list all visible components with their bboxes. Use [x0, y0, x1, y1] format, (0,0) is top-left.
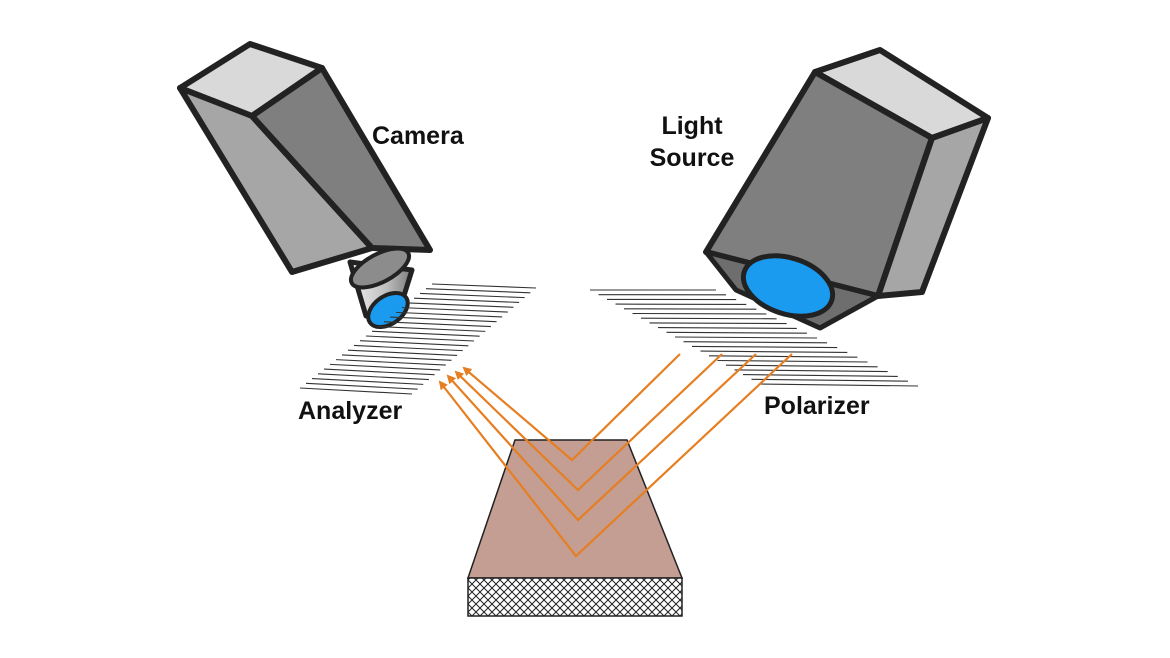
polarizer-line — [759, 383, 919, 387]
light-beam — [438, 353, 793, 558]
polarizer-line — [717, 359, 868, 363]
polarizer-filter — [590, 289, 919, 387]
polarizer-line — [751, 378, 908, 382]
analyzer-line — [347, 349, 458, 357]
analyzer-line — [419, 292, 525, 299]
sample-block — [466, 439, 684, 617]
polarizer-line — [708, 355, 858, 358]
analyzer-line — [371, 330, 480, 337]
polarizer-line — [666, 331, 807, 334]
polarizer-line — [674, 336, 818, 339]
polarizer-line — [725, 364, 878, 368]
analyzer-line — [425, 288, 531, 294]
polarizer-line — [700, 350, 848, 353]
analyzer-line — [353, 344, 463, 352]
analyzer-line — [407, 302, 514, 308]
analyzer-line — [413, 297, 520, 304]
analyzer-line — [383, 321, 491, 328]
light-source-icon — [703, 47, 991, 331]
analyzer-line — [305, 382, 418, 390]
substrate-layer — [467, 577, 683, 617]
analyzer-line — [359, 340, 469, 347]
camera-lens — [366, 290, 410, 330]
analyzer-line — [317, 373, 429, 381]
polarizer-line — [632, 312, 767, 315]
polarizer-line — [657, 327, 797, 329]
polarizer-line — [683, 341, 828, 344]
light-source-label-line1: Light — [661, 112, 723, 140]
analyzer-line — [401, 307, 508, 313]
analyzer-line — [329, 363, 441, 371]
polarizer-line — [742, 374, 898, 377]
analyzer-line — [365, 335, 475, 342]
light-source-label-line2: Source — [650, 144, 735, 172]
light-beams — [438, 353, 793, 558]
analyzer-line — [311, 377, 424, 385]
analyzer-line — [389, 316, 497, 323]
analyzer-line — [335, 359, 446, 366]
analyzer-line — [299, 387, 413, 395]
light-beam — [454, 353, 723, 492]
polarizer-line — [734, 369, 888, 373]
polarizer-line — [640, 317, 777, 320]
analyzer-line — [377, 325, 486, 332]
analyzer-label: Analyzer — [298, 397, 402, 425]
camera-icon — [177, 41, 433, 330]
analyzer-filter — [299, 283, 537, 395]
polarizer-line — [649, 322, 787, 325]
light-source-lens — [740, 253, 836, 319]
analyzer-line — [323, 368, 435, 376]
light-beam — [446, 353, 757, 522]
polarizer-line — [691, 345, 838, 349]
analyzer-line — [341, 354, 452, 361]
analyzer-line — [431, 283, 537, 289]
light-beam — [462, 353, 681, 462]
polarizer-label: Polarizer — [764, 392, 870, 420]
analyzer-line — [395, 311, 503, 318]
camera-label: Camera — [372, 122, 465, 150]
